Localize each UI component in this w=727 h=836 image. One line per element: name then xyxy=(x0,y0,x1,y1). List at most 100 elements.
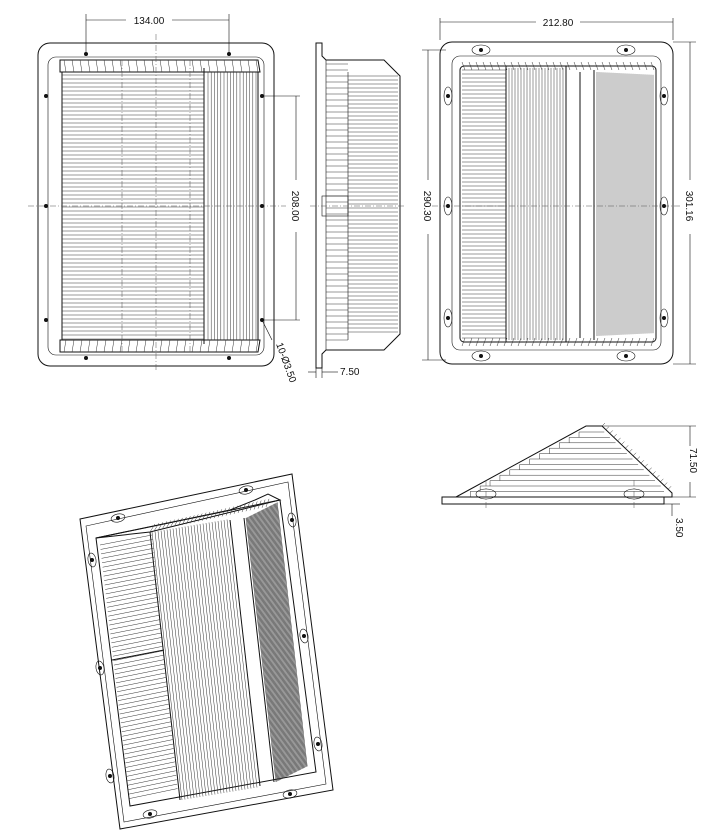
back-bevel-rib xyxy=(650,61,655,71)
dim-profile-height: 71.50 xyxy=(687,448,698,473)
iso-slat xyxy=(116,677,167,688)
iso-slat xyxy=(256,512,288,777)
iso-slat xyxy=(102,552,154,564)
back-bevel-rib xyxy=(587,337,592,347)
iso-divider-1 xyxy=(149,531,181,801)
iso-slat xyxy=(247,517,278,782)
iso-bevel-rib xyxy=(225,507,230,516)
iso-slat xyxy=(261,509,293,775)
mounting-hole xyxy=(446,204,450,208)
profile-tooth xyxy=(617,437,621,442)
iso-slat xyxy=(260,510,292,775)
front-bottom-bevel xyxy=(59,339,261,353)
iso-slat xyxy=(251,515,282,780)
front-bevel-rib xyxy=(215,339,219,353)
iso-slat xyxy=(103,561,155,572)
iso-slat xyxy=(108,610,160,621)
front-bevel-rib xyxy=(255,339,259,353)
back-lug xyxy=(616,44,636,56)
profile-base-plate xyxy=(441,496,665,505)
back-mounting-lugs xyxy=(443,44,669,362)
front-bevel-rib xyxy=(191,339,195,353)
iso-slat xyxy=(117,681,167,693)
iso-slat xyxy=(202,523,234,792)
iso-slat xyxy=(129,788,178,799)
iso-bevel-rib xyxy=(149,523,156,533)
iso-slat xyxy=(166,529,198,798)
iso-slat xyxy=(109,614,161,626)
back-bevel-rib xyxy=(461,61,466,71)
iso-slat xyxy=(226,519,258,788)
mounting-hole xyxy=(662,316,666,320)
front-bevel-rib xyxy=(255,59,259,73)
iso-bevel-rib xyxy=(161,521,168,530)
iso-slat xyxy=(123,734,173,746)
iso-slat xyxy=(245,517,277,783)
iso-slat xyxy=(105,583,157,595)
mounting-hole xyxy=(479,354,483,358)
front-bevel-rib xyxy=(143,59,147,73)
iso-slat xyxy=(178,527,210,796)
dim-front-height: 208.00 xyxy=(289,191,300,222)
iso-slat xyxy=(259,511,290,776)
front-bevel-rib xyxy=(79,59,83,73)
front-bevel-rib xyxy=(151,339,155,353)
side-slats xyxy=(326,63,398,341)
iso-slat xyxy=(157,530,189,800)
back-bevel-rib xyxy=(461,337,466,347)
iso-bevel-rib xyxy=(233,505,238,514)
profile-tooth xyxy=(667,486,672,490)
iso-slat xyxy=(107,597,159,608)
mounting-hole xyxy=(662,94,666,98)
back-bevel-rib xyxy=(510,61,515,71)
iso-bevel-rib xyxy=(241,503,246,513)
front-bevel-rib xyxy=(95,339,99,353)
iso-slat xyxy=(265,507,297,773)
front-bevel-rib xyxy=(167,339,171,353)
back-bevel-rib xyxy=(622,337,627,347)
back-bevel-rib xyxy=(475,61,480,71)
iso-slat xyxy=(263,509,294,774)
iso-slat xyxy=(276,502,307,767)
iso-slat xyxy=(128,779,177,790)
iso-slat xyxy=(187,525,219,795)
back-right-slats xyxy=(461,61,655,347)
back-lug xyxy=(659,86,669,106)
iso-slat xyxy=(124,748,174,759)
iso-slat xyxy=(118,690,168,701)
back-bevel-rib xyxy=(629,337,634,347)
iso-bevel-rib xyxy=(237,504,242,514)
front-bevel-rib xyxy=(167,59,171,73)
mounting-hole xyxy=(446,94,450,98)
back-bevel-rib xyxy=(650,337,655,347)
back-lug xyxy=(443,86,453,106)
front-bevel-rib xyxy=(95,59,99,73)
iso-slat xyxy=(112,645,164,657)
iso-lug xyxy=(87,552,97,568)
iso-slat xyxy=(250,515,282,780)
profile-lug xyxy=(475,488,497,500)
mounting-hole xyxy=(662,204,666,208)
front-hole xyxy=(84,52,88,56)
iso-bevel-rib xyxy=(213,510,219,519)
iso-slat xyxy=(246,517,278,782)
iso-slat xyxy=(126,761,175,773)
back-bevel-rib xyxy=(468,337,473,347)
back-bevel-rib xyxy=(566,61,571,71)
front-bevel-rib xyxy=(103,339,107,353)
iso-bevel-rib xyxy=(205,511,211,520)
iso-slat xyxy=(104,570,156,581)
back-bevel-rib xyxy=(524,61,529,71)
profile-tooth xyxy=(613,433,617,438)
mounting-hole xyxy=(302,634,306,638)
iso-mounting-lugs xyxy=(87,485,323,819)
front-bevel-rib xyxy=(135,59,139,73)
back-bevel-rib xyxy=(545,61,550,71)
hole-leader xyxy=(261,319,273,341)
iso-slat xyxy=(154,531,186,800)
iso-bevel-rib xyxy=(253,501,258,510)
mounting-hole xyxy=(108,774,112,778)
front-bevel-rib xyxy=(87,339,91,353)
iso-divider-2 xyxy=(229,519,261,787)
iso-slat xyxy=(266,507,298,772)
